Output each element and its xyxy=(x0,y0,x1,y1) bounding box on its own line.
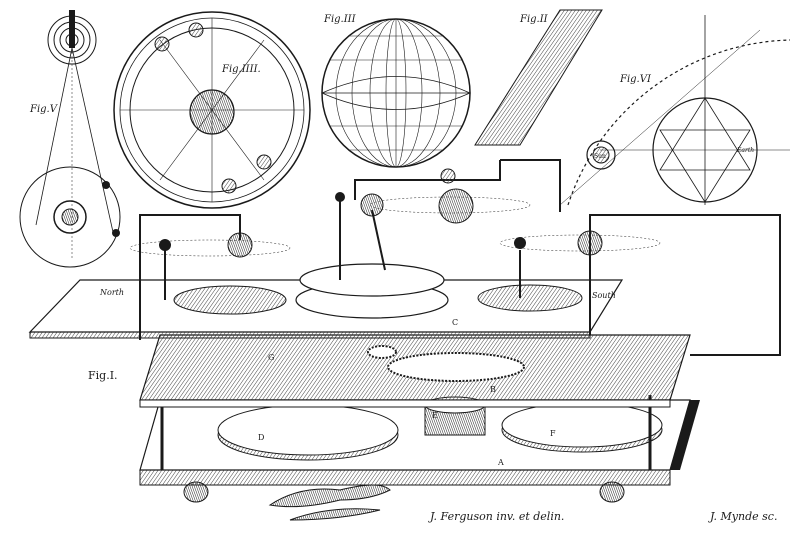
fig2-rays: Fig.II xyxy=(474,9,603,146)
fig6-label: Fig.VI xyxy=(619,74,652,85)
label-c: C xyxy=(452,318,458,327)
north-label: North xyxy=(99,288,124,297)
fig6-diagram: Sun Earth Fig.VI xyxy=(559,15,791,206)
fig4-label: Fig.IIII. xyxy=(221,64,261,75)
label-d: D xyxy=(258,433,264,442)
label-g: G xyxy=(268,353,274,362)
south-label: South xyxy=(592,291,616,300)
label-f: F xyxy=(550,429,556,438)
credit-inventor: J. Ferguson inv. et delin. xyxy=(428,510,564,523)
label-e: E xyxy=(432,411,438,420)
fig1-machine: Fig.I. North South A B C D E F G xyxy=(28,159,781,521)
credit-engraver: J. Mynde sc. xyxy=(708,510,777,523)
fig6-earth-label: Earth xyxy=(736,147,754,154)
fig2-label: Fig.II xyxy=(519,14,549,25)
fig3-label: Fig.III xyxy=(323,14,357,25)
label-a: A xyxy=(497,458,504,467)
fig1-label: Fig.I. xyxy=(88,369,118,382)
label-b: B xyxy=(490,385,496,394)
fig5-label: Fig.V xyxy=(29,104,59,115)
fig3-globe: Fig.III xyxy=(321,14,471,168)
fig5-diagram: Fig.V xyxy=(19,10,121,268)
fig6-sun-label: Sun xyxy=(594,153,606,160)
fig4-diagram: Fig.IIII. xyxy=(113,11,311,209)
